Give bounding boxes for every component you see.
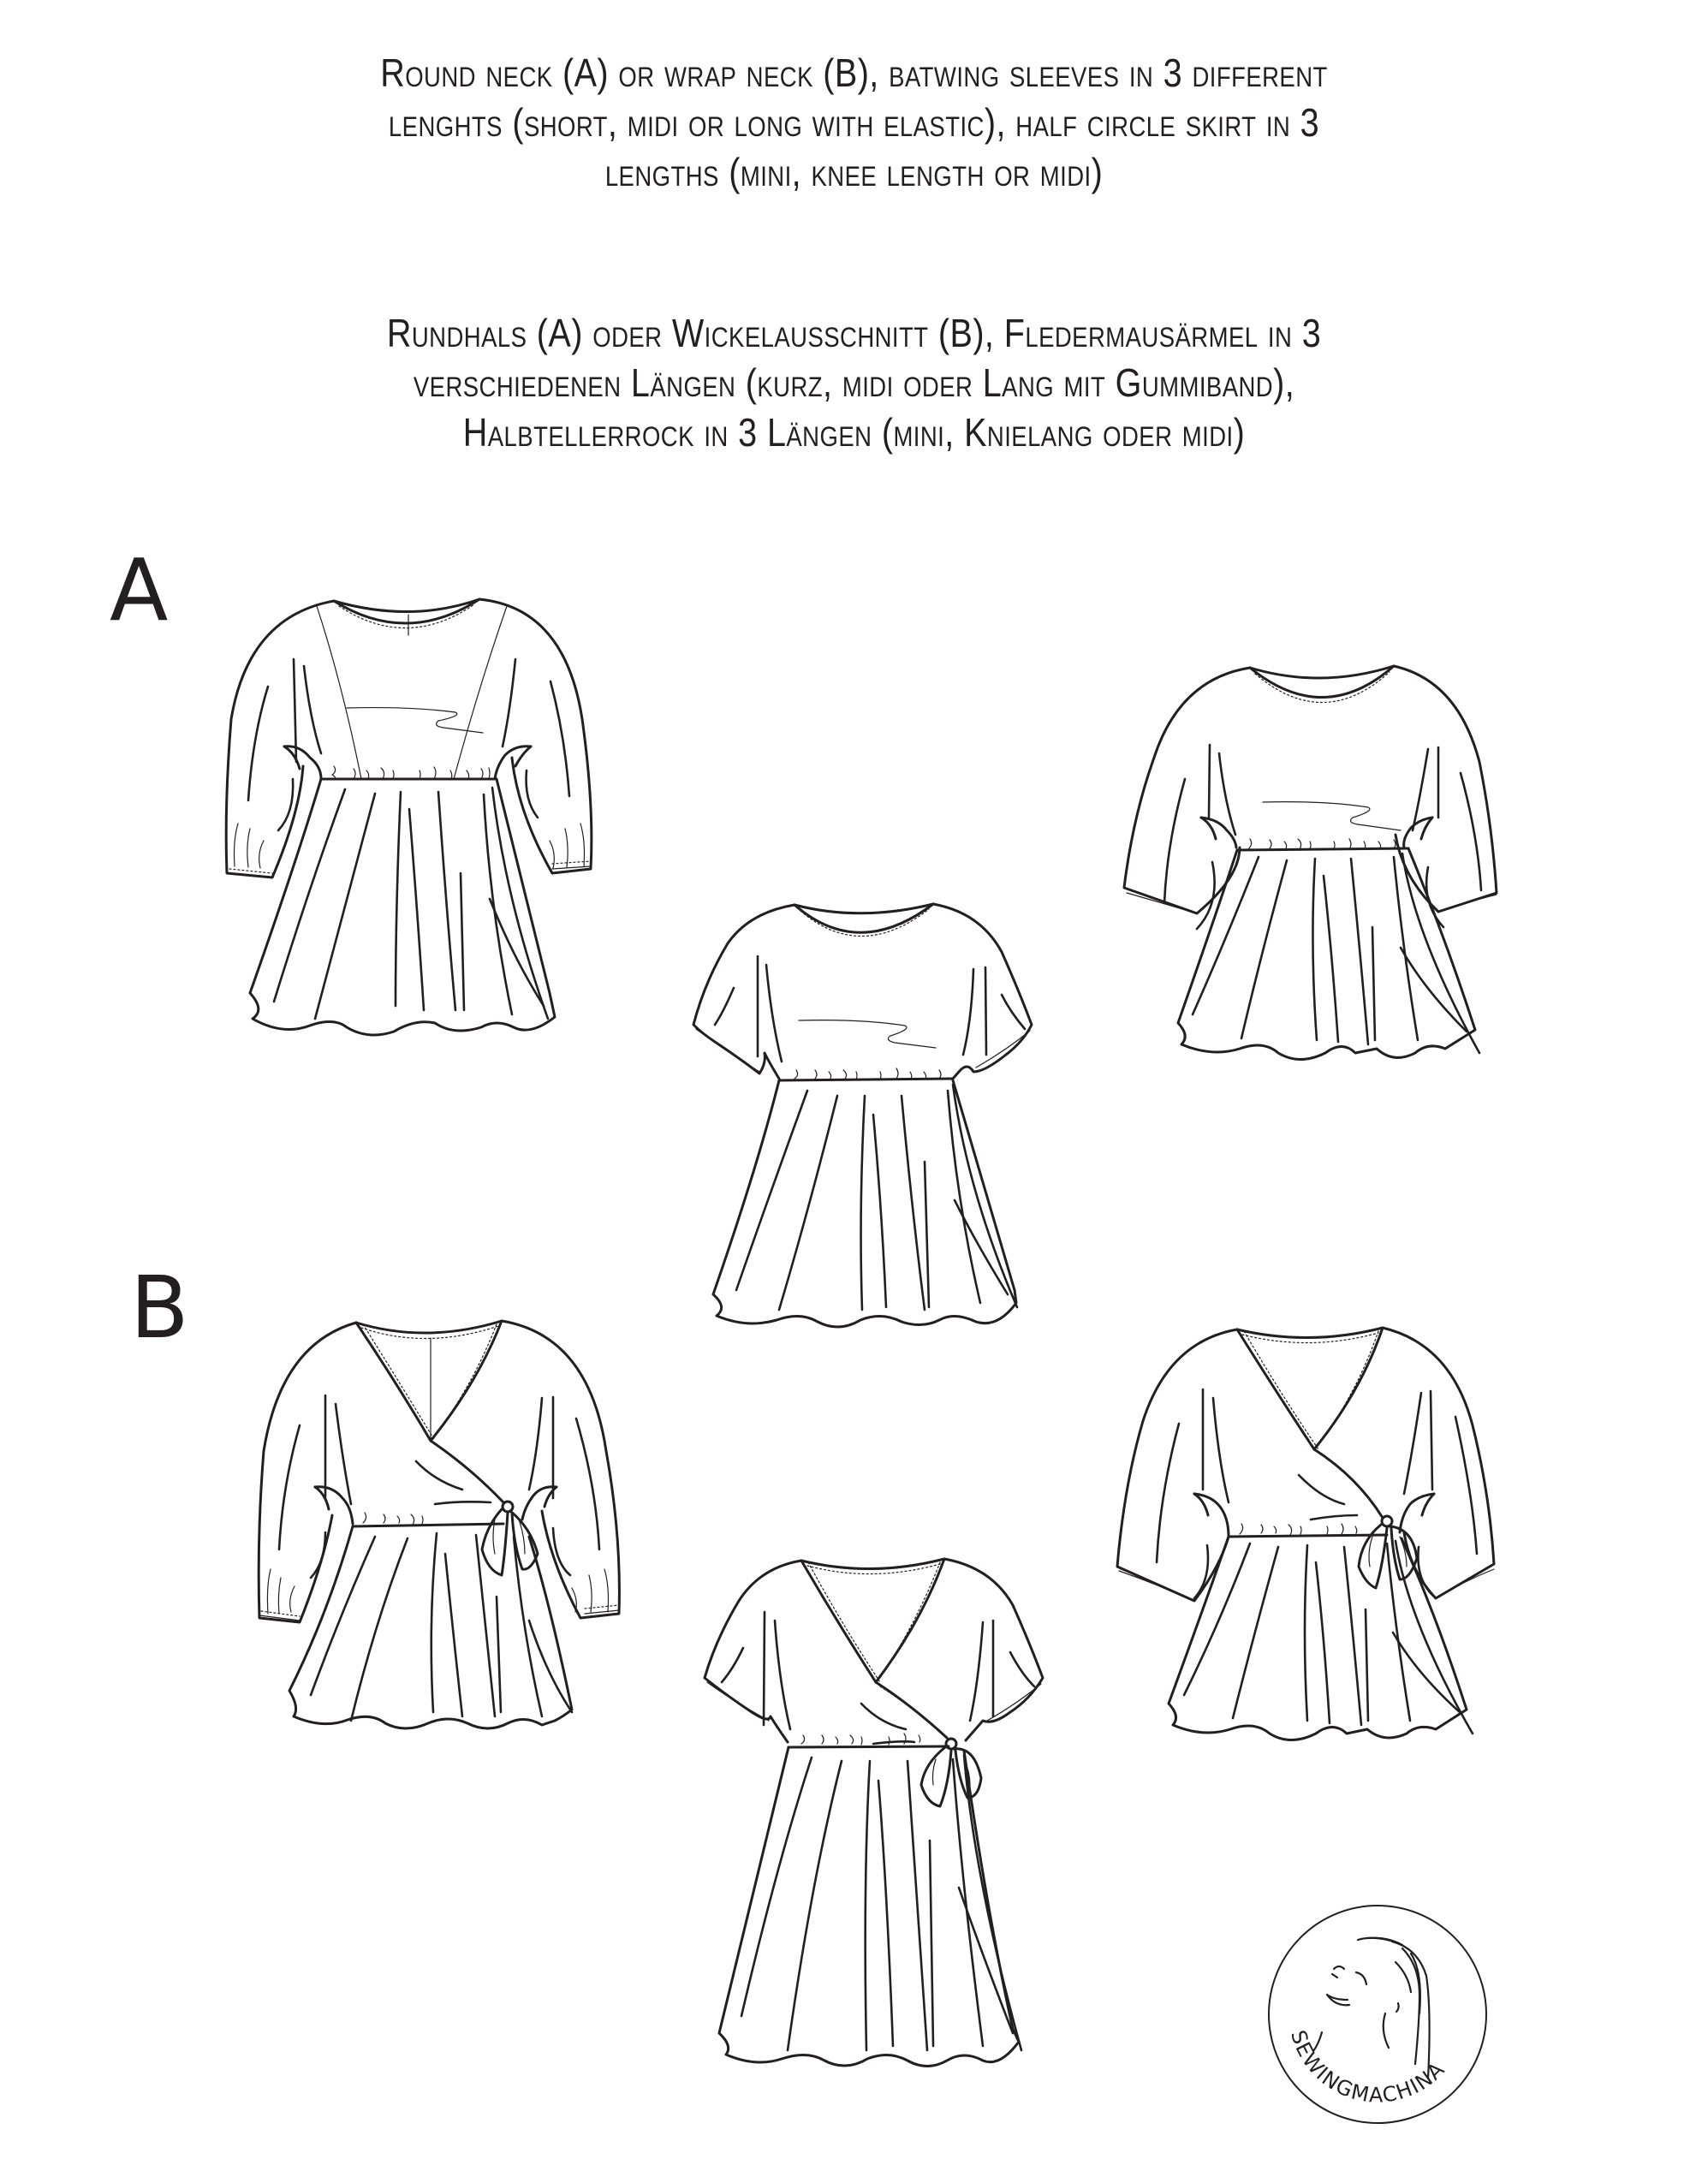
illustration-a-short-sleeve-round-neck (681, 901, 1040, 1363)
garment-drawing-icon (224, 598, 593, 1037)
variant-label-a: A (110, 540, 169, 640)
description-line: lenghts (short, midi or long with elasti… (388, 100, 1320, 145)
garment-drawing-icon (692, 902, 1033, 1329)
description-german: Rundhals (A) oder Wickelausschnitt (B), … (120, 308, 1589, 457)
illustration-b-midi-sleeve-wrap-neck (1109, 1323, 1498, 1776)
description-line: Round neck (A) or wrap neck (B), batwing… (380, 51, 1328, 95)
illustration-a-midi-sleeve-round-neck (1120, 663, 1498, 1091)
description-line: Halbtellerrock in 3 Längen (mini, Kniela… (462, 410, 1246, 455)
illustration-b-long-sleeve-wrap-neck (247, 1314, 649, 1785)
variant-label-b: B (130, 1258, 189, 1358)
garment-drawing-icon (1122, 664, 1498, 1061)
garment-drawing-icon (257, 1319, 621, 1730)
description-line: lengths (mini, knee length or midi) (604, 150, 1104, 194)
garment-drawing-icon (1116, 1326, 1496, 1741)
woman-face-line-art-icon: SEWINGMACHINA (1268, 1905, 1487, 2124)
illustration-a-long-sleeve-round-neck (214, 591, 616, 1121)
logo-text: SEWINGMACHINA (1286, 2027, 1449, 2107)
garment-drawing-icon (703, 1557, 1044, 2067)
description-line: Rundhals (A) oder Wickelausschnitt (B), … (386, 311, 1322, 355)
sewingmachina-logo: SEWINGMACHINA (1265, 1902, 1490, 2126)
illustration-b-short-sleeve-wrap-neck (692, 1554, 1051, 2119)
description-line: verschiedenen Längen (kurz, midi oder La… (413, 360, 1295, 405)
description-english: Round neck (A) or wrap neck (B), batwing… (120, 48, 1589, 197)
